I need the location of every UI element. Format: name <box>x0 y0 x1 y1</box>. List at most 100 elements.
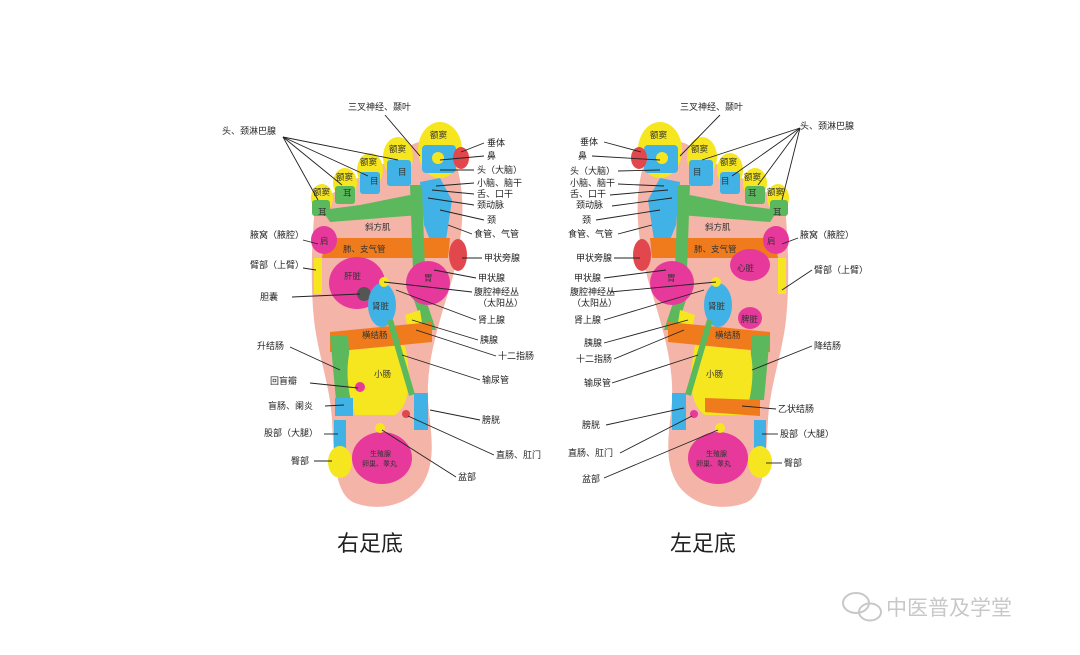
lf-label-upper-arm: 臂部（上臂） <box>814 264 868 276</box>
lf-zone-kidney: 肾脏 <box>708 301 726 312</box>
lf-zone-lung: 肺、支气管 <box>694 244 737 255</box>
lf-zone-sinus-4: 额窦 <box>744 172 761 183</box>
rf-label-ileocecal: 回盲瓣 <box>270 375 297 387</box>
rf-label-head-brain: 头（大脑） <box>477 164 522 176</box>
lf-zone-eye-1: 目 <box>693 168 702 178</box>
right-foot-caption: 右足底 <box>337 532 403 557</box>
right-foot: 额窦 额窦 额窦 额窦 额窦 目 目 耳 耳 斜方肌 肩 肺、支气管 肝脏 胃 … <box>222 101 541 557</box>
rf-label-nose: 鼻 <box>487 150 496 162</box>
lf-zone-spleen: 脾脏 <box>741 314 759 325</box>
lf-label-celiac: 腹腔神经丛 <box>570 286 615 298</box>
rf-zone-gonad-sub: 卵巢、睾丸 <box>362 459 397 468</box>
rf-zone-liver: 肝脏 <box>344 271 362 282</box>
lf-label-head-lymph: 头、颈淋巴腺 <box>800 120 854 132</box>
lf-label-sigmoid: 乙状结肠 <box>778 403 814 415</box>
rf-label-cecum: 盲肠、阑炎 <box>268 400 313 412</box>
lf-label-trigeminal: 三叉神经、颞叶 <box>680 101 743 113</box>
lf-zone-transverse: 横结肠 <box>715 330 741 341</box>
lf-zone-trapezius: 斜方肌 <box>705 222 731 233</box>
rf-label-pelvis: 盆部 <box>458 471 476 483</box>
right-lung-zone <box>322 238 450 258</box>
rf-label-celiac-sub: （太阳丛） <box>478 297 523 309</box>
lf-zone-ear-1: 耳 <box>748 189 757 199</box>
lf-label-esophagus: 食管、气管 <box>568 228 613 240</box>
rf-label-buttock: 臀部 <box>291 455 309 467</box>
lf-label-armpit: 腋窝（腋腔） <box>800 229 854 241</box>
rf-label-thyroid: 甲状腺 <box>478 272 505 284</box>
rf-zone-trapezius: 斜方肌 <box>365 222 391 233</box>
lf-zone-gonad: 生殖腺 <box>706 449 727 458</box>
rf-label-pituitary: 垂体 <box>487 137 505 149</box>
lf-label-carotid: 颈动脉 <box>576 199 603 211</box>
rf-label-esophagus: 食管、气管 <box>474 228 519 240</box>
rf-zone-lung: 肺、支气管 <box>343 244 386 255</box>
lf-zone-sinus-3: 额窦 <box>720 157 737 168</box>
lf-label-thyroid: 甲状腺 <box>574 272 601 284</box>
lf-label-celiac-sub: （太阳丛） <box>572 297 617 309</box>
rf-label-upper-arm: 臂部（上臂） <box>250 259 304 271</box>
rf-zone-sinus-3: 额窦 <box>360 157 377 168</box>
lf-label-adrenal: 肾上腺 <box>574 314 601 326</box>
lf-label-nose: 鼻 <box>578 150 587 162</box>
lf-label-descending-colon: 降结肠 <box>814 340 841 352</box>
rf-zone-ear-1: 耳 <box>343 189 352 199</box>
rf-zone-eye-2: 目 <box>370 177 379 187</box>
right-gonad-zone <box>352 432 412 484</box>
watermark: 中医普及学堂 <box>843 593 1012 621</box>
rf-zone-shoulder: 肩 <box>320 236 329 247</box>
lf-zone-gonad-sub: 卵巢、睾丸 <box>696 459 731 468</box>
wechat-icon <box>843 593 881 621</box>
lf-label-cerebellum: 小脑、脑干 <box>570 177 615 189</box>
lf-label-pancreas: 胰腺 <box>584 337 602 349</box>
lf-label-thigh: 股部（大腿） <box>780 428 834 440</box>
rf-zone-eye-1: 目 <box>398 168 407 178</box>
lf-label-neck: 颈 <box>582 215 591 226</box>
rf-zone-stomach: 胃 <box>424 274 433 284</box>
rf-label-pancreas: 胰腺 <box>480 334 498 346</box>
lf-label-rectum: 直肠、肛门 <box>568 447 613 459</box>
rf-label-celiac: 腹腔神经丛 <box>474 286 519 298</box>
left-foot: 额窦 额窦 额窦 额窦 额窦 目 目 耳 耳 斜方肌 肩 肺、支气管 心脏 胃 … <box>568 101 868 557</box>
lf-label-duodenum: 十二指肠 <box>576 353 612 365</box>
rf-label-head-lymph: 头、颈淋巴腺 <box>222 125 276 137</box>
lf-label-head-brain: 头（大脑） <box>570 165 615 177</box>
rf-zone-kidney: 肾脏 <box>372 301 390 312</box>
lf-zone-stomach: 胃 <box>667 274 676 284</box>
lf-zone-heart: 心脏 <box>737 263 755 274</box>
rf-label-bladder: 膀胱 <box>482 414 500 426</box>
rf-zone-small-int: 小肠 <box>374 369 391 380</box>
rf-label-carotid: 颈动脉 <box>477 199 504 211</box>
rf-label-ureter: 输尿管 <box>482 374 509 386</box>
rf-zone-sinus-4: 额窦 <box>336 172 353 183</box>
rf-zone-sinus-2: 额窦 <box>389 144 406 155</box>
lf-zone-sinus-2: 额窦 <box>691 144 708 155</box>
rf-label-adrenal: 肾上腺 <box>478 314 505 326</box>
rf-label-gallbladder: 胆囊 <box>260 291 278 303</box>
lf-label-pituitary: 垂体 <box>580 136 598 148</box>
lf-label-buttock: 臀部 <box>784 457 802 469</box>
lf-zone-ear-2: 耳 <box>773 208 782 218</box>
lf-zone-sinus-5: 额窦 <box>767 187 784 198</box>
rf-label-duodenum: 十二指肠 <box>498 350 534 362</box>
rf-label-cerebellum: 小脑、脑干 <box>477 177 522 189</box>
lf-zone-eye-2: 目 <box>721 177 730 187</box>
watermark-text: 中医普及学堂 <box>886 596 1012 620</box>
lf-label-parathyroid: 甲状旁腺 <box>576 252 612 264</box>
rf-label-ascending-colon: 升结肠 <box>257 340 284 352</box>
rf-label-tongue: 舌、口干 <box>477 189 513 200</box>
rf-zone-gonad: 生殖腺 <box>370 449 391 458</box>
lf-label-bladder: 膀胱 <box>582 419 600 431</box>
rf-label-trigeminal: 三叉神经、颞叶 <box>348 101 411 113</box>
lf-label-pelvis: 盆部 <box>582 473 600 485</box>
lf-label-ureter: 输尿管 <box>584 377 611 389</box>
rf-label-armpit: 腋窝（腋腔） <box>250 229 304 241</box>
rf-label-neck: 颈 <box>487 215 496 226</box>
rf-zone-ear-2: 耳 <box>318 208 327 218</box>
rf-zone-sinus-1: 额窦 <box>430 130 447 141</box>
lf-zone-sinus-1: 额窦 <box>650 130 667 141</box>
lf-zone-small-int: 小肠 <box>706 369 723 380</box>
rf-label-rectum: 直肠、肛门 <box>496 449 541 461</box>
rf-zone-transverse: 横结肠 <box>362 330 388 341</box>
left-foot-caption: 左足底 <box>670 532 736 557</box>
